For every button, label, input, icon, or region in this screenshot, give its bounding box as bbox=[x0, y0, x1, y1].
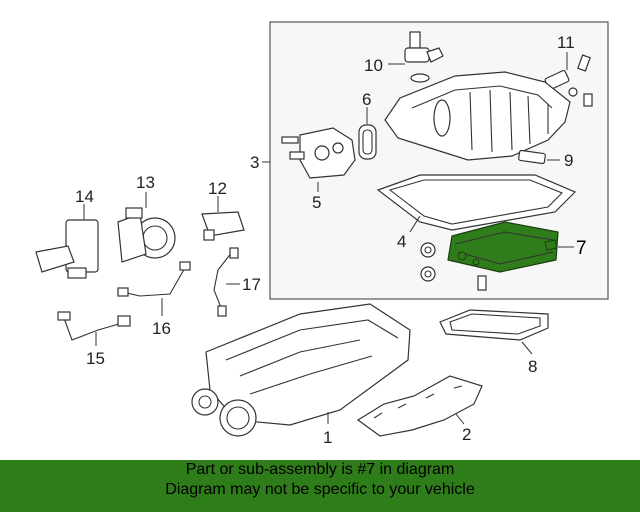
part-2-gasket[interactable] bbox=[356, 375, 483, 437]
callout-16: 16 bbox=[152, 319, 171, 338]
callout-1: 1 bbox=[323, 428, 332, 447]
part-16-wire-harness[interactable] bbox=[117, 261, 191, 297]
part-5-throttle-body[interactable] bbox=[281, 127, 356, 179]
banner-line-disclaimer: Diagram may not be specific to your vehi… bbox=[165, 481, 475, 498]
part-15-wire-harness[interactable] bbox=[57, 311, 131, 341]
part-7-highlighted[interactable] bbox=[447, 221, 559, 273]
callout-13: 13 bbox=[136, 173, 155, 192]
callout-7: 7 bbox=[576, 238, 587, 259]
callout-2: 2 bbox=[462, 425, 471, 444]
callout-6: 6 bbox=[362, 90, 371, 109]
part-4-gasket[interactable] bbox=[376, 174, 577, 231]
info-banner: Part or sub-assembly is #7 in diagram Di… bbox=[0, 460, 640, 512]
part-1-lower-assembly[interactable] bbox=[191, 303, 411, 437]
part-6-gasket[interactable] bbox=[358, 124, 377, 160]
leader-4 bbox=[409, 215, 421, 233]
callout-5: 5 bbox=[312, 193, 321, 212]
callout-4: 4 bbox=[397, 232, 406, 251]
callout-11: 11 bbox=[557, 33, 575, 52]
callout-14: 14 bbox=[75, 187, 94, 206]
washers bbox=[420, 242, 487, 291]
part-10-sensor[interactable] bbox=[404, 31, 444, 83]
callout-3: 3 bbox=[250, 153, 259, 172]
part-8-gasket[interactable] bbox=[439, 309, 549, 341]
banner-line-part-number: Part or sub-assembly is #7 in diagram bbox=[185, 461, 455, 478]
callout-15: 15 bbox=[86, 349, 105, 368]
callout-12: 12 bbox=[208, 179, 227, 198]
parts-diagram: 3 10 11 6 5 9 bbox=[35, 21, 609, 447]
callout-10: 10 bbox=[364, 56, 383, 75]
callout-17: 17 bbox=[242, 275, 261, 294]
leader-2 bbox=[455, 413, 465, 425]
leader-8 bbox=[521, 341, 533, 355]
callout-8: 8 bbox=[528, 357, 537, 376]
part-13-actuator[interactable] bbox=[117, 207, 176, 263]
intake-manifold[interactable] bbox=[384, 71, 571, 161]
part-9-plug[interactable] bbox=[518, 149, 546, 165]
part-17-wire-harness[interactable] bbox=[213, 247, 239, 317]
part-12-sensor[interactable] bbox=[201, 211, 245, 241]
part-14-solenoid[interactable] bbox=[35, 219, 99, 279]
callout-9: 9 bbox=[564, 151, 573, 170]
